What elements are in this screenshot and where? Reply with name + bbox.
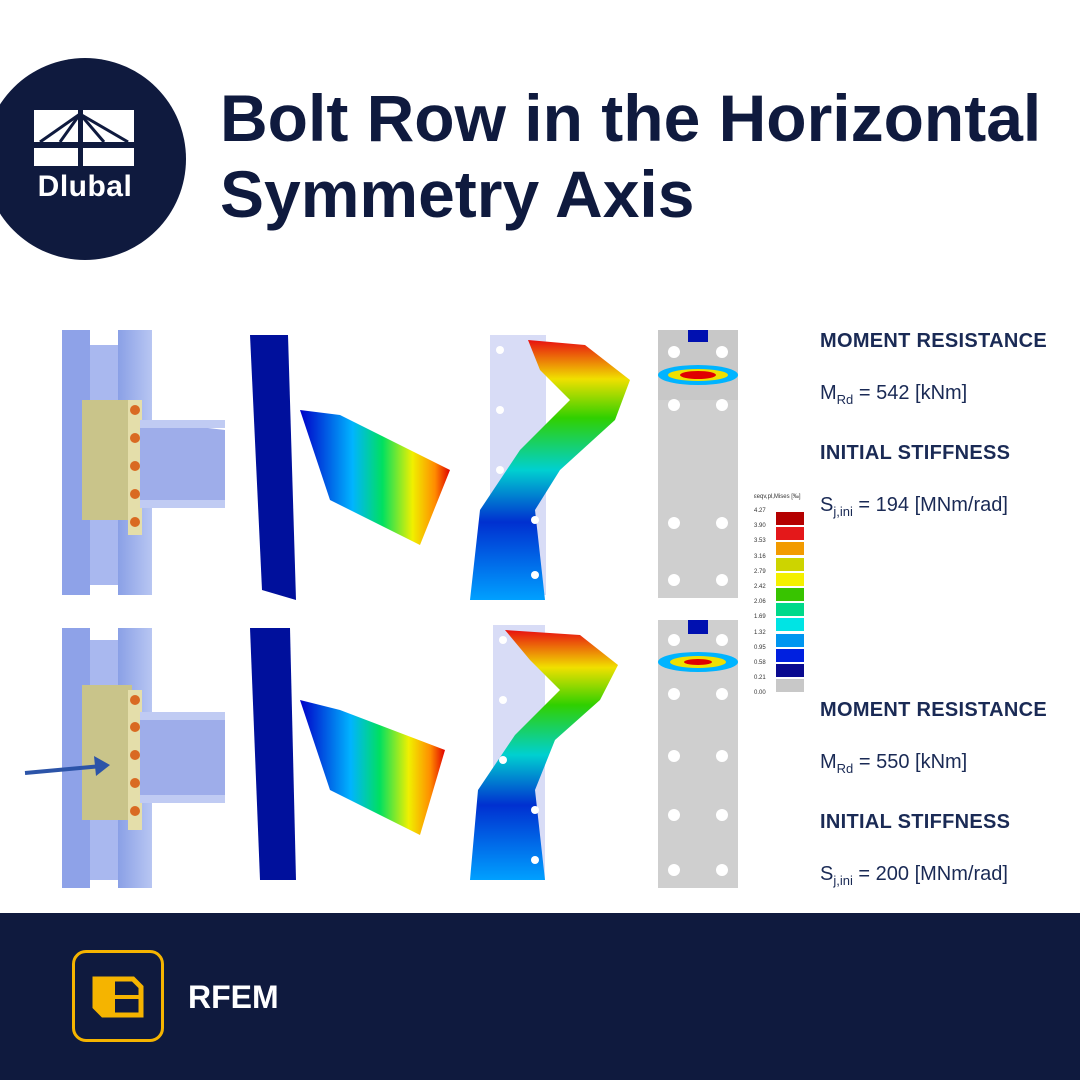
moment-heading: MOMENT RESISTANCE bbox=[820, 699, 1047, 721]
legend-value: 3.16 bbox=[754, 553, 766, 560]
model-3d-row1 bbox=[62, 330, 225, 595]
brand-name: Dlubal bbox=[37, 170, 133, 203]
legend-value: 0.95 bbox=[754, 644, 766, 651]
legend-swatch bbox=[776, 648, 804, 662]
dlubal-logo: Dlubal bbox=[0, 58, 186, 260]
legend-value: 2.06 bbox=[754, 599, 766, 606]
moment-heading: MOMENT RESISTANCE bbox=[820, 330, 1047, 352]
legend-value: 0.58 bbox=[754, 660, 766, 666]
stiffness-value: Sj,ini = 194 [MNm/rad] bbox=[820, 494, 1008, 519]
legend-swatch bbox=[776, 527, 804, 541]
legend-value: 2.42 bbox=[754, 584, 766, 590]
legend-value: 2.79 bbox=[754, 568, 766, 575]
legend-swatch bbox=[776, 664, 804, 677]
stiffness-heading: INITIAL STIFFNESS bbox=[820, 811, 1011, 833]
legend-title: εeqv,pl,Mises [‰] bbox=[754, 494, 801, 500]
legend-value: 0.21 bbox=[754, 675, 766, 682]
legend-swatch bbox=[776, 542, 804, 556]
connection-figure bbox=[24, 330, 738, 888]
legend-value: 3.53 bbox=[754, 538, 766, 545]
model-3d-row2 bbox=[24, 628, 225, 888]
legend-swatch bbox=[776, 603, 804, 617]
legend-value: 3.90 bbox=[754, 523, 766, 530]
color-legend: εeqv,pl,Mises [‰] 4.27 3.90 3.53 3.16 2.79 2.… bbox=[750, 494, 808, 710]
legend-swatch bbox=[776, 557, 804, 571]
legend-swatch bbox=[776, 512, 804, 525]
legend-swatch bbox=[776, 618, 804, 632]
legend-value: 4.27 bbox=[754, 508, 766, 514]
moment-value: MRd = 550 [kNm] bbox=[820, 751, 968, 776]
fe-endplate-row1 bbox=[658, 330, 738, 598]
legend-swatch bbox=[776, 588, 804, 601]
stiffness-heading: INITIAL STIFFNESS bbox=[820, 442, 1011, 464]
fe-plate-deformed-row1 bbox=[470, 335, 630, 600]
stiffness-value: Sj,ini = 200 [MNm/rad] bbox=[820, 863, 1008, 888]
fe-plate-deformed-row2 bbox=[470, 625, 618, 880]
page-title: Bolt Row in the Horizontal Symmetry Axis bbox=[220, 81, 1042, 231]
fe-endplate-row2 bbox=[658, 620, 738, 888]
footer-bar: RFEM bbox=[0, 913, 1080, 1080]
rfem-icon bbox=[72, 950, 164, 1042]
bridge-icon bbox=[34, 110, 134, 166]
legend-value: 0.00 bbox=[754, 690, 766, 697]
legend-swatch bbox=[776, 679, 804, 693]
legend-value: 1.69 bbox=[754, 614, 766, 621]
fe-beam-row2 bbox=[250, 628, 445, 880]
legend-swatch bbox=[776, 633, 804, 647]
fe-beam-row1 bbox=[250, 335, 450, 600]
legend-swatch bbox=[776, 572, 804, 586]
legend-value: 1.32 bbox=[754, 629, 766, 636]
moment-value: MRd = 542 [kNm] bbox=[820, 382, 968, 407]
arrow-icon bbox=[24, 756, 110, 776]
product-name: RFEM bbox=[188, 979, 279, 1015]
